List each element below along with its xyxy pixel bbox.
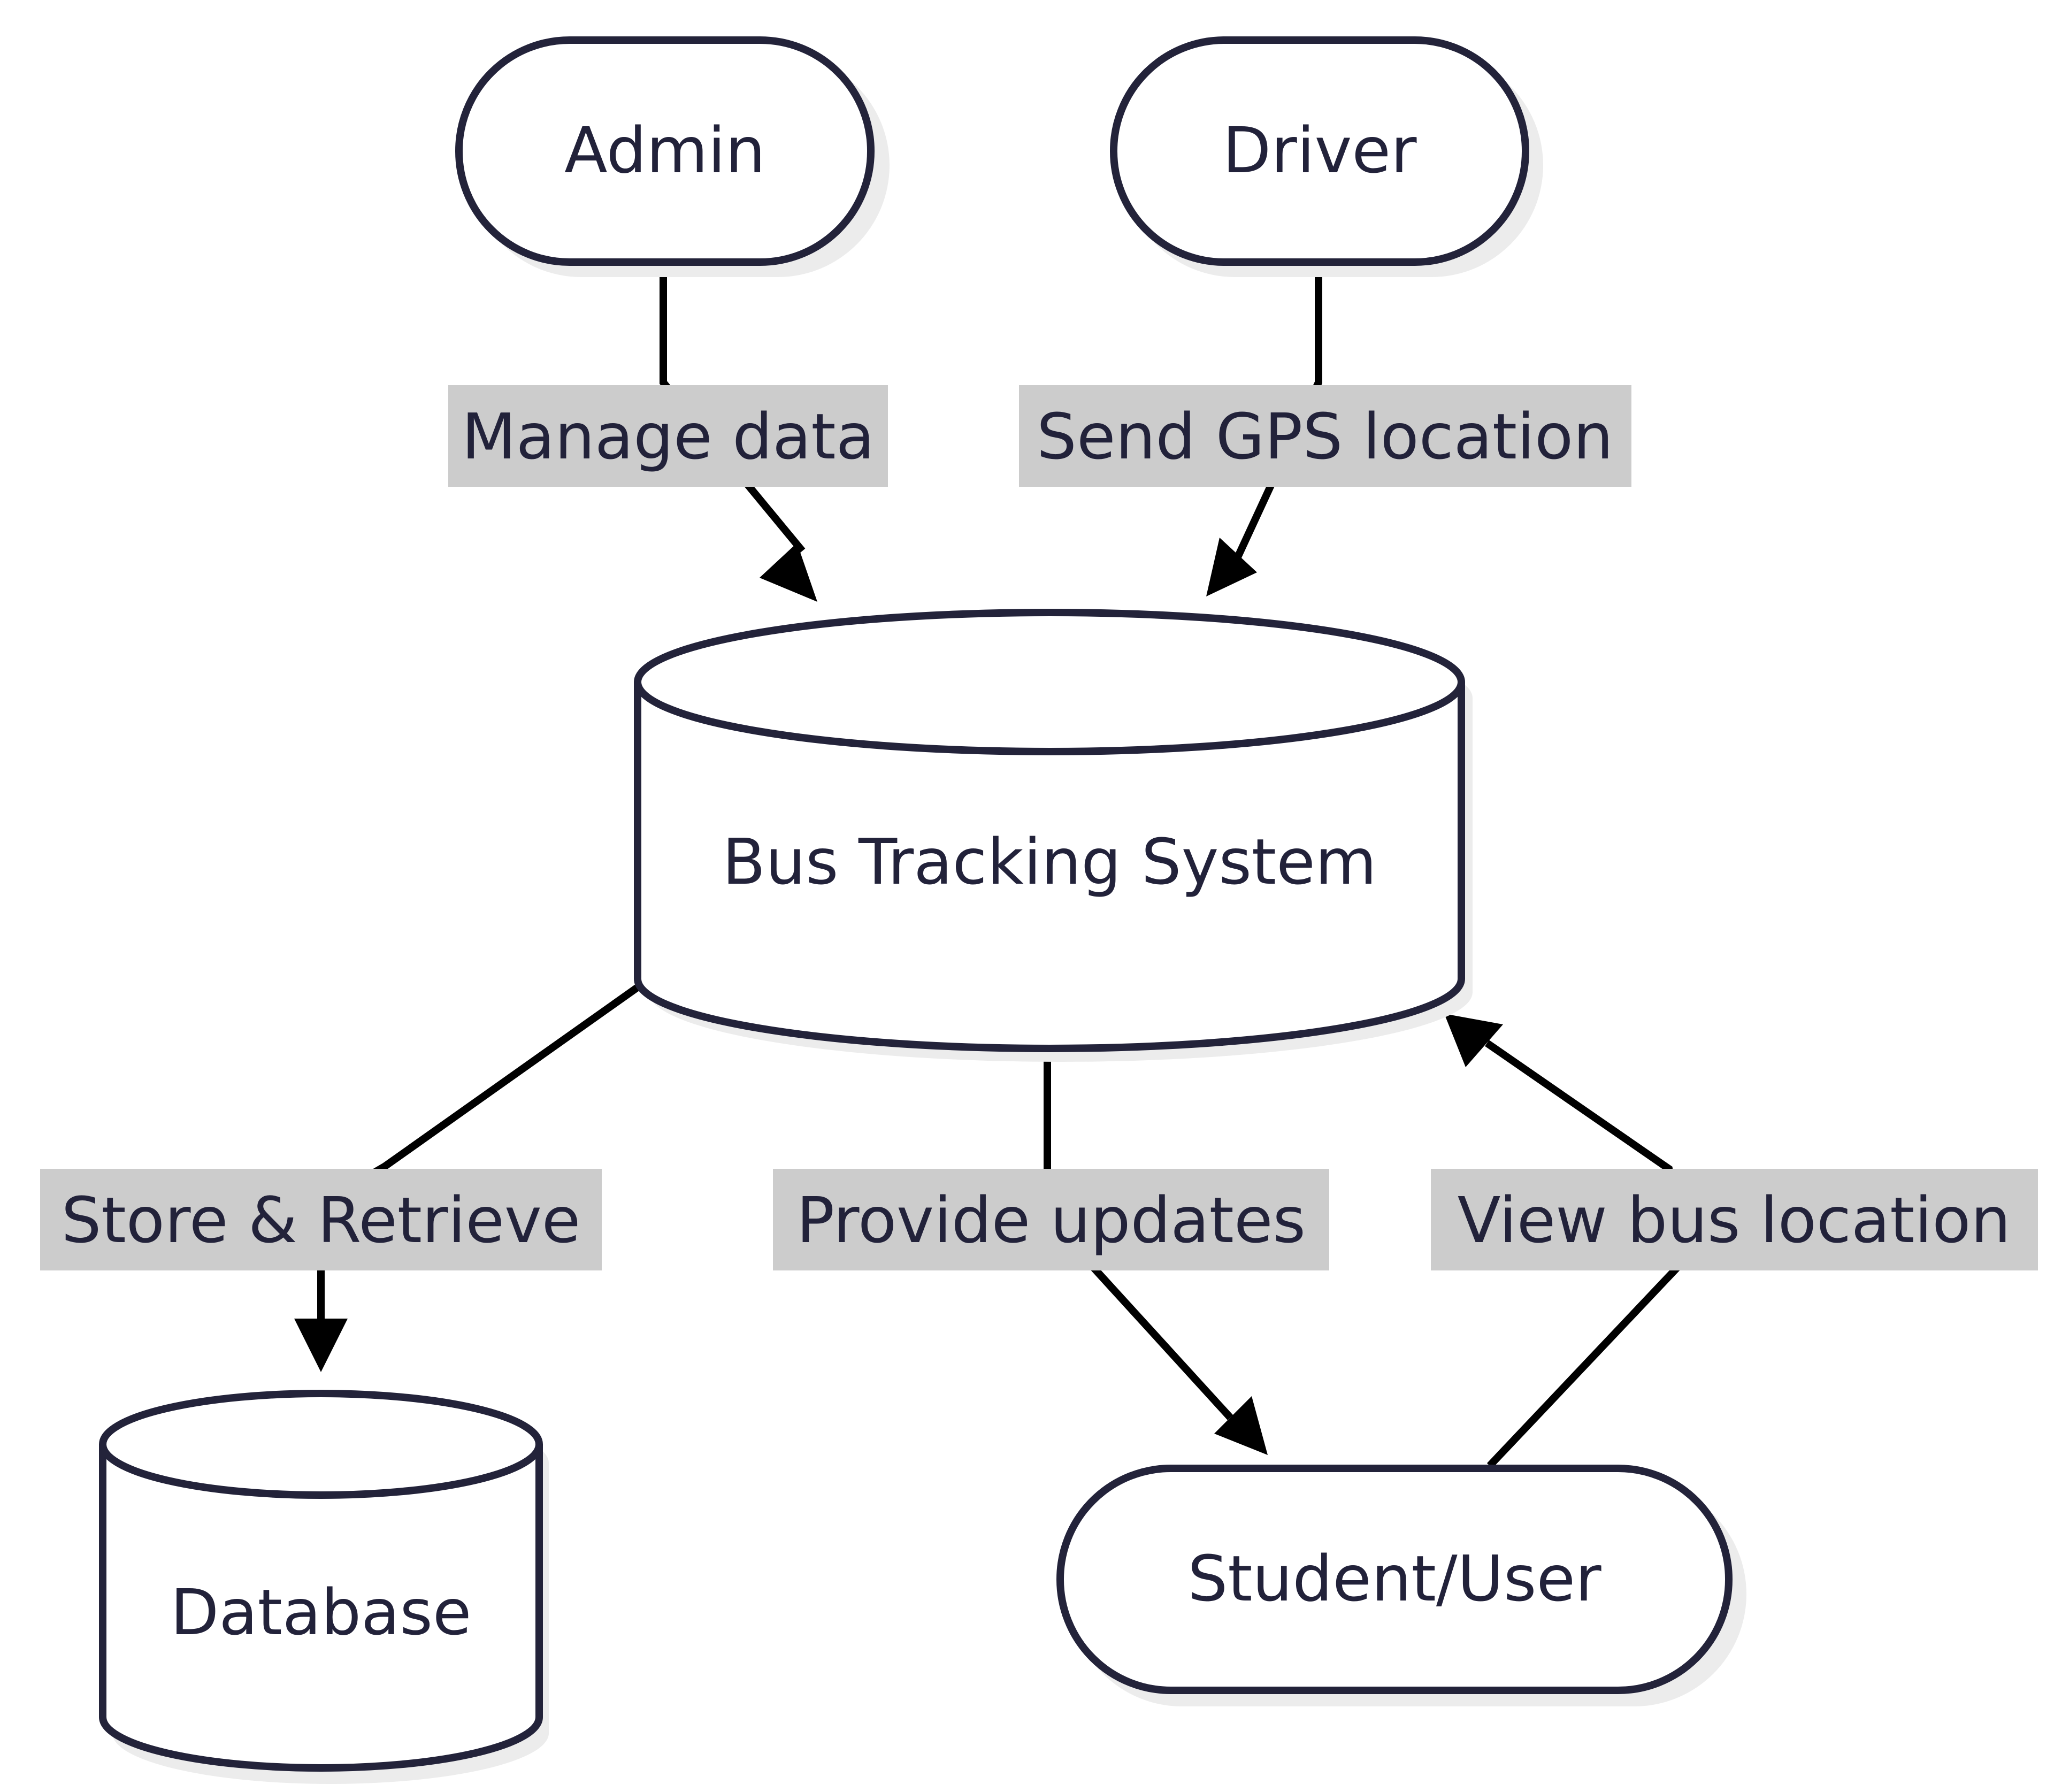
admin-terminator <box>455 36 875 266</box>
node-student-user[interactable]: Student/User <box>1056 1465 1746 1706</box>
provide-updates-text: Provide updates <box>796 1183 1306 1257</box>
edge-label-manage-data: Manage data <box>448 385 888 487</box>
manage-data-text: Manage data <box>462 400 875 473</box>
system-cylinder-body <box>634 682 1465 1052</box>
database-cylinder-body <box>99 1444 543 1772</box>
arrowhead <box>760 543 817 602</box>
edge-label-view-bus-location: View bus location <box>1431 1169 2038 1270</box>
edge-driver-to-system <box>1206 262 1322 596</box>
arrowhead <box>294 1319 348 1372</box>
arrowhead <box>1206 538 1257 596</box>
edge-label-send-gps: Send GPS location <box>1019 385 1631 487</box>
system-label: Bus Tracking System <box>722 825 1377 899</box>
store-retrieve-text: Store & Retrieve <box>62 1183 581 1257</box>
edge-label-provide-updates: Provide updates <box>773 1169 1329 1270</box>
arrowhead <box>1444 1014 1503 1067</box>
node-bus-tracking-system[interactable]: Bus Tracking System <box>634 609 1473 1062</box>
admin-label: Admin <box>564 113 765 187</box>
send-gps-text: Send GPS location <box>1037 400 1613 473</box>
node-driver[interactable]: Driver <box>1110 36 1543 277</box>
student-label: Student/User <box>1187 1542 1601 1615</box>
node-admin[interactable]: Admin <box>455 36 890 277</box>
system-cylinder-top <box>634 609 1465 755</box>
driver-terminator <box>1110 36 1529 266</box>
edge-admin-to-system <box>660 262 817 602</box>
edge-label-store-retrieve: Store & Retrieve <box>40 1169 602 1270</box>
arrowhead <box>1214 1396 1268 1455</box>
database-label: Database <box>170 1575 471 1649</box>
database-cylinder-top <box>99 1390 543 1499</box>
driver-label: Driver <box>1222 113 1417 187</box>
node-database[interactable]: Database <box>99 1390 549 1784</box>
student-terminator <box>1056 1465 1733 1694</box>
view-bus-location-text: View bus location <box>1458 1183 2011 1257</box>
